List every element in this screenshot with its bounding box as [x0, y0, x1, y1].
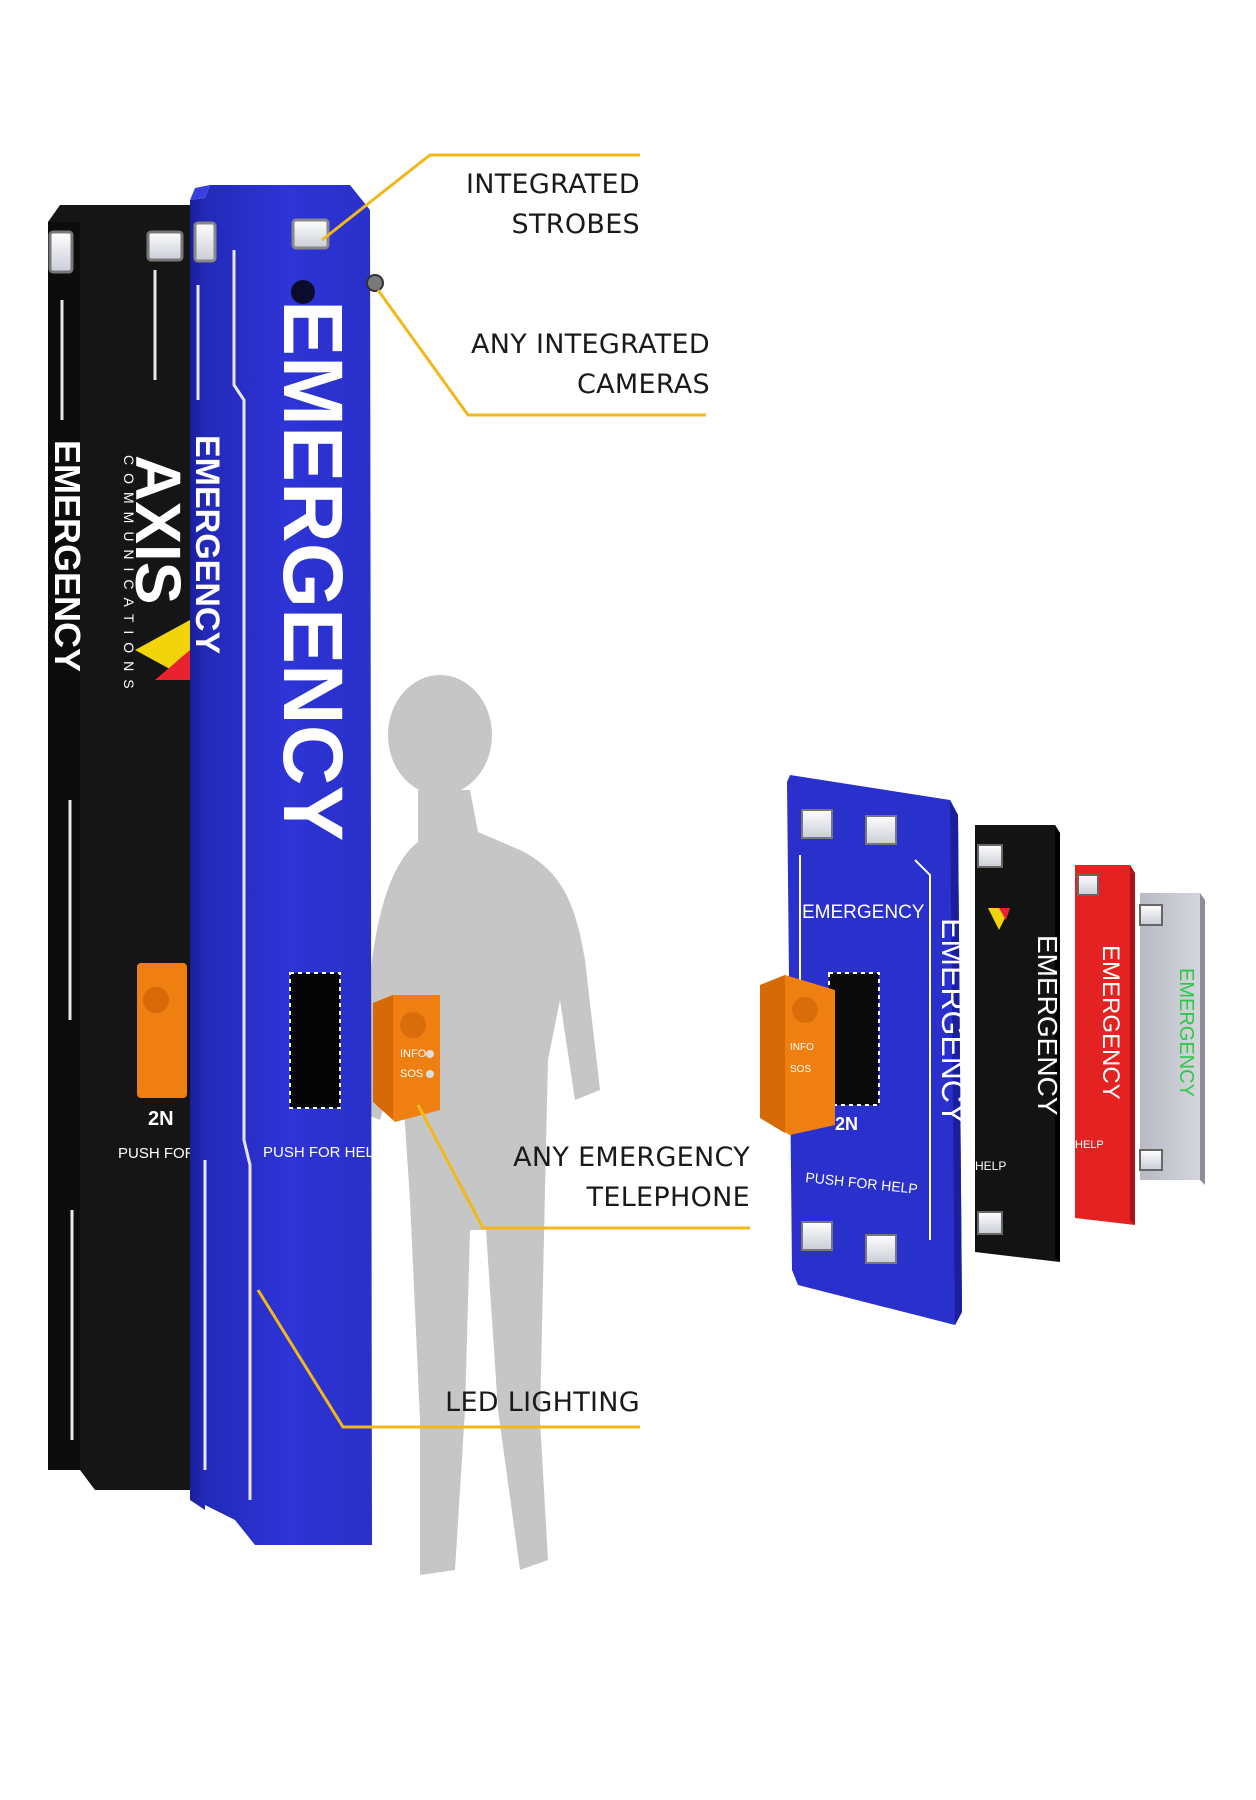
telephone-icon: INFO SOS [373, 995, 440, 1122]
svg-text:EMERGENCY: EMERGENCY [1097, 945, 1124, 1100]
strobe-icon [977, 1211, 1003, 1235]
black-panel: EMERGENCY HELP [975, 825, 1063, 1262]
strobe-icon [865, 1234, 897, 1264]
callout-lines [256, 153, 750, 1429]
strobe-icon [1139, 1149, 1163, 1171]
svg-text:EMERGENCY: EMERGENCY [802, 902, 925, 923]
strobe-icon [1077, 874, 1099, 896]
strobe-icon [801, 1221, 833, 1251]
strobe-icon [291, 218, 330, 250]
svg-text:2N: 2N [835, 1114, 858, 1134]
svg-text:AXIS: AXIS [122, 455, 194, 604]
callout-integrated-strobes: INTEGRATED STROBES [465, 169, 640, 240]
strobe-icon [48, 230, 74, 274]
strobe-icon [146, 230, 184, 262]
svg-text:SOS: SOS [790, 1064, 811, 1075]
svg-text:COMMUNICATIONS: COMMUNICATIONS [121, 455, 137, 697]
strobe-icon [1139, 904, 1163, 926]
strobe-icon [977, 844, 1003, 868]
blue-tower-emergency-small: EMERGENCY [188, 435, 226, 654]
callout-integrated-cameras: ANY INTEGRATED CAMERAS [471, 329, 710, 400]
led-strip-icon [60, 270, 157, 1440]
svg-text:SOS: SOS [400, 1068, 423, 1080]
person-silhouette [355, 675, 600, 1575]
camera-icon [366, 274, 384, 292]
strobe-icon [801, 809, 833, 839]
blue-tower: EMERGENCY EMERGENCY PUSH FOR HELP [188, 185, 384, 1545]
blue-tower-emergency-large: EMERGENCY [266, 300, 360, 841]
blue-tower-push-for-help: PUSH FOR HELP [263, 1144, 384, 1161]
svg-text:2N: 2N [148, 1108, 174, 1130]
callout-led-lighting: LED LIGHTING [445, 1387, 640, 1418]
axis-logo: AXIS COMMUNICATIONS [121, 455, 194, 697]
black-tower: EMERGENCY AXIS COMMUNICATIONS 2N PUSH FO… [47, 205, 239, 1490]
red-panel: EMERGENCY HELP [1075, 865, 1135, 1225]
led-strip-icon [196, 250, 252, 1500]
small-blue-panel: EMERGENCY EMERGENCY 2N PUSH FOR HELP [787, 775, 971, 1325]
svg-text:HELP: HELP [975, 1159, 1006, 1173]
telephone-icon: INFO SOS [760, 975, 835, 1135]
silver-panel: EMERGENCY [1139, 893, 1205, 1185]
strobe-icon [865, 815, 897, 845]
svg-text:EMERGENCY: EMERGENCY [1175, 968, 1197, 1097]
svg-text:HELP: HELP [1075, 1139, 1104, 1151]
svg-text:EMERGENCY: EMERGENCY [935, 918, 971, 1124]
svg-text:INFO: INFO [400, 1048, 427, 1060]
svg-text:EMERGENCY: EMERGENCY [1032, 935, 1063, 1116]
strobe-icon [193, 221, 217, 263]
callout-emergency-telephone: ANY EMERGENCY TELEPHONE [513, 1142, 750, 1213]
camera-icon [291, 280, 315, 304]
svg-text:INFO: INFO [790, 1042, 814, 1053]
black-tower-emergency-text: EMERGENCY [47, 440, 88, 672]
